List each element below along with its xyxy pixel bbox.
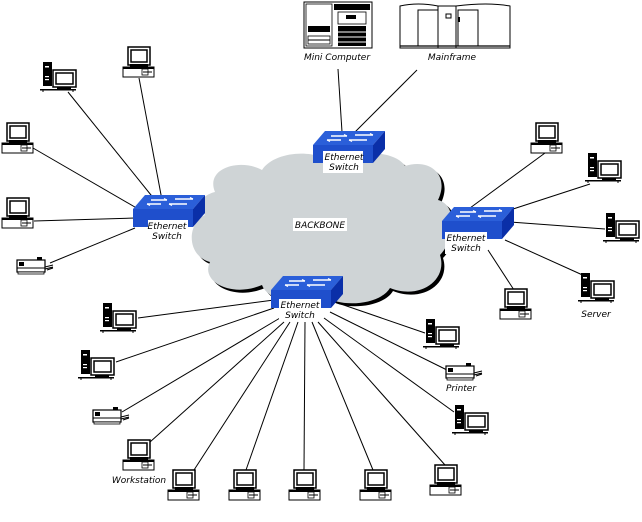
tower-pc-icon: [451, 404, 489, 436]
desktop-pc-icon: [1, 197, 34, 229]
printer-label: Printer: [446, 384, 477, 394]
mainframe-node: [399, 3, 511, 49]
mainframe-label: Mainframe: [428, 53, 477, 63]
desktop-pc-icon: [499, 288, 532, 320]
printer-icon: [445, 362, 483, 381]
tower-pc-icon: [422, 318, 460, 350]
ethernet-switch-bottom: Ethernet Switch: [270, 275, 344, 321]
connection-lines: [32, 68, 606, 471]
switch-label-line2: Switch: [285, 311, 315, 321]
desktop-pc-icon: [228, 469, 261, 501]
workstation-icon: [122, 439, 155, 471]
backbone-cloud: BACKBONE: [191, 153, 456, 307]
switch-label-line1: Ethernet: [281, 301, 320, 311]
tower-pc-icon: [39, 61, 77, 93]
ethernet-switch-top: Ethernet Switch: [312, 130, 386, 173]
switch-label-line1: Ethernet: [447, 234, 486, 244]
printer-icon: [92, 406, 130, 425]
printer-icon: [16, 256, 54, 275]
desktop-pc-icon: [359, 469, 392, 501]
switch-label-line2: Switch: [451, 244, 481, 254]
switch-label-line2: Switch: [329, 163, 359, 173]
desktop-pc-icon: [530, 122, 563, 154]
server-icon: [577, 272, 615, 304]
tower-pc-icon: [584, 152, 622, 184]
desktop-pc-icon: [122, 46, 155, 78]
ethernet-switch-left: Ethernet Switch: [132, 194, 206, 242]
desktop-pc-icon: [429, 464, 462, 496]
switch-label-line1: Ethernet: [148, 222, 187, 232]
server-label: Server: [581, 310, 612, 320]
minicomputer-node: [303, 1, 373, 49]
tower-pc-icon: [99, 302, 137, 334]
backbone-label: BACKBONE: [295, 221, 346, 231]
workstation-label: Workstation: [112, 476, 167, 486]
switch-label-line2: Switch: [152, 232, 182, 242]
desktop-pc-icon: [167, 469, 200, 501]
tower-pc-icon: [602, 212, 640, 244]
ethernet-switch-right: Ethernet Switch: [441, 206, 515, 254]
switch-label-line1: Ethernet: [325, 153, 364, 163]
desktop-pc-icon: [1, 122, 34, 154]
tower-pc-icon: [77, 349, 115, 381]
desktop-pc-icon: [288, 469, 321, 501]
mini-computer-label: Mini Computer: [304, 53, 371, 63]
